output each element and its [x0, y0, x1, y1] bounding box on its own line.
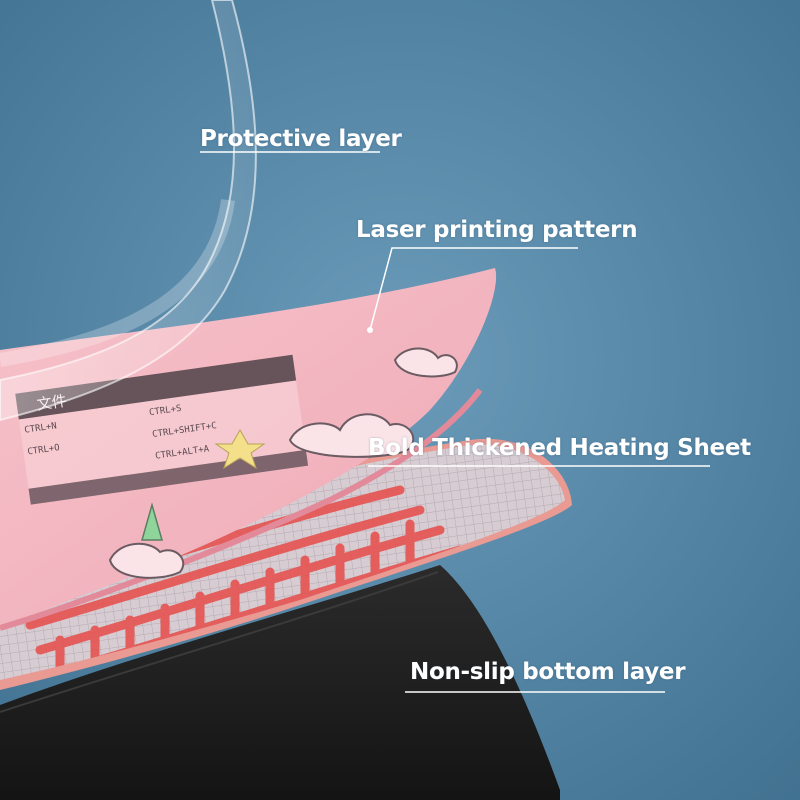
printed-shortcut: CTRL+S: [149, 404, 183, 418]
star-decoration: [214, 428, 266, 470]
printed-shortcut: CTRL+O: [27, 443, 61, 457]
laser-leader-line: [369, 247, 578, 331]
leader-dot: [367, 327, 373, 333]
callout-leader-lines: [200, 151, 710, 693]
heating-sheet-layer: [0, 438, 572, 690]
heating-sheet-label: Bold Thickened Heating Sheet: [368, 435, 751, 461]
unicorn-horn-decoration: [141, 502, 163, 541]
unicorn-cloud-decoration: [108, 347, 458, 579]
printed-shortcut: CTRL+N: [24, 421, 58, 435]
protective-layer-label: Protective layer: [200, 126, 402, 152]
nonslip-bottom-label: Non-slip bottom layer: [410, 659, 686, 685]
printed-shortcut-table: 文件 CTRL+N CTRL+S CTRL+O CTRL+SHIFT+C CTR…: [15, 354, 309, 505]
laser-printing-label: Laser printing pattern: [356, 217, 638, 243]
nonslip-bottom-layer: [0, 565, 560, 800]
protective-film-layer: [0, 0, 257, 422]
